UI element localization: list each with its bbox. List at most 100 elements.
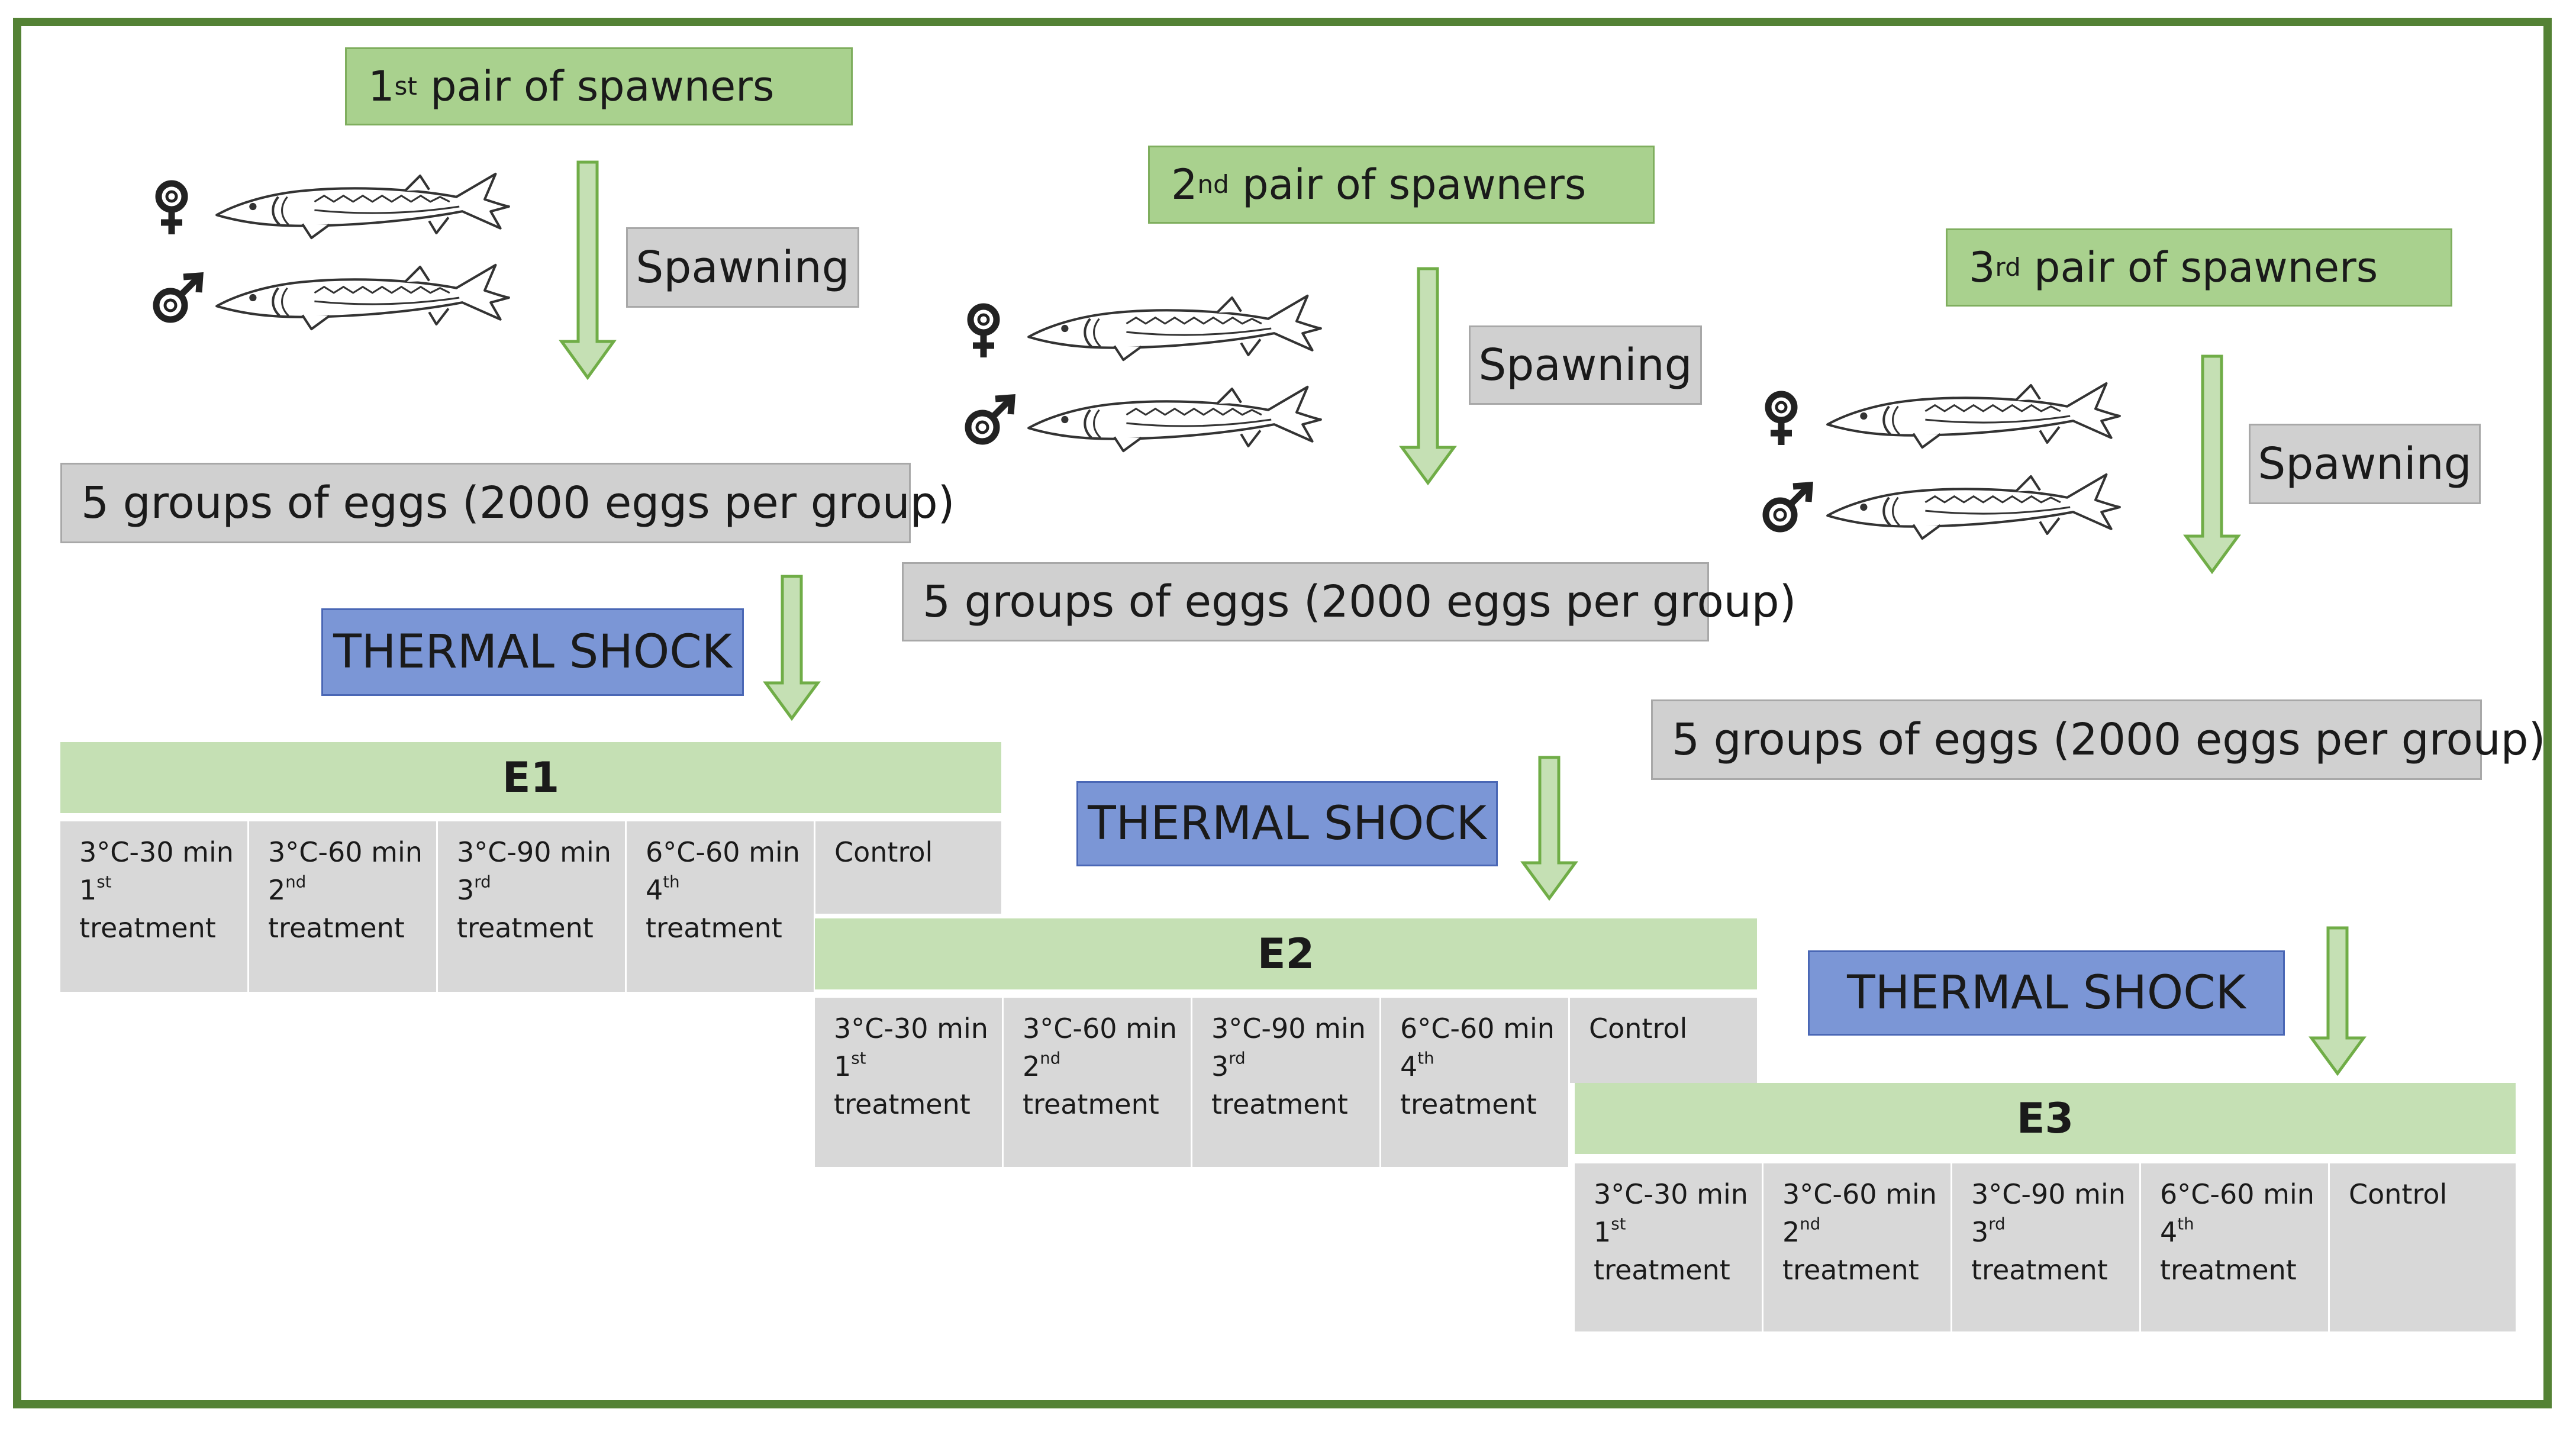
e3-t4-word: treatment xyxy=(2160,1254,2297,1286)
e3-treatment-1: 3°C-30 min 1st treatment xyxy=(1575,1163,1762,1331)
thermal-shock-text-3: THERMAL SHOCK xyxy=(1847,966,2246,1020)
e1-t4-word: treatment xyxy=(646,912,782,944)
experiment-e1-header: E1 xyxy=(60,742,1001,813)
thermal-shock-2: THERMAL SHOCK xyxy=(1076,781,1498,866)
male-symbol-icon xyxy=(965,394,1015,445)
spawning-label-1: Spawning xyxy=(626,227,859,308)
female-symbol-icon xyxy=(1765,391,1798,445)
e2-t3-ordinal: 3 xyxy=(1211,1050,1229,1082)
e2-t1-suffix: st xyxy=(851,1048,866,1068)
e2-t3-word: treatment xyxy=(1211,1088,1348,1120)
e3-t4-ordinal: 4 xyxy=(2160,1216,2178,1248)
eggs-text-3: 5 groups of eggs (2000 eggs per group) xyxy=(1672,714,2546,765)
e3-t1-ordinal: 1 xyxy=(1594,1216,1611,1248)
outer-frame xyxy=(13,18,2552,1408)
e3-t3-suffix: rd xyxy=(1988,1214,2006,1234)
e1-t2-suffix: nd xyxy=(285,872,307,892)
male-symbol-icon xyxy=(153,272,204,323)
spawning-text-1: Spawning xyxy=(636,242,850,293)
e2-t1-word: treatment xyxy=(834,1088,971,1120)
e3-t1-word: treatment xyxy=(1594,1254,1730,1286)
e2-t4-ordinal: 4 xyxy=(1400,1050,1418,1082)
thermal-shock-text-1: THERMAL SHOCK xyxy=(333,626,732,679)
e3-treatment-2: 3°C-60 min 2nd treatment xyxy=(1763,1163,1950,1331)
thermal-shock-text-2: THERMAL SHOCK xyxy=(1088,797,1487,850)
spawning-label-3: Spawning xyxy=(2249,424,2481,504)
e2-t1-ordinal: 1 xyxy=(834,1050,852,1082)
e2-t2-word: treatment xyxy=(1023,1088,1159,1120)
female-sturgeon-icon xyxy=(212,165,514,247)
e1-t4-condition: 6°C-60 min xyxy=(646,836,800,868)
experiment-e3-name: E3 xyxy=(2016,1094,2074,1143)
e3-t3-condition: 3°C-90 min xyxy=(1971,1178,2126,1210)
e2-treatment-4: 6°C-60 min 4th treatment xyxy=(1381,998,1568,1167)
pair-3-ordinal: 3 xyxy=(1969,243,1995,292)
e2-t4-word: treatment xyxy=(1400,1088,1537,1120)
thermal-arrow-1-icon xyxy=(763,575,821,721)
e1-t3-condition: 3°C-90 min xyxy=(457,836,611,868)
e2-control-label: Control xyxy=(1589,1013,1688,1044)
spawning-arrow-3-icon xyxy=(2183,354,2241,575)
e3-treatment-4: 6°C-60 min 4th treatment xyxy=(2141,1163,2328,1331)
spawning-label-2: Spawning xyxy=(1469,325,1702,405)
eggs-text-2: 5 groups of eggs (2000 eggs per group) xyxy=(923,576,1797,627)
eggs-groups-3: 5 groups of eggs (2000 eggs per group) xyxy=(1651,699,2546,780)
e2-t4-condition: 6°C-60 min xyxy=(1400,1013,1555,1044)
male-sturgeon-icon xyxy=(212,256,514,338)
e1-control: Control xyxy=(815,821,1001,914)
e1-treatment-2: 3°C-60 min 2nd treatment xyxy=(249,821,436,992)
male-sturgeon-icon xyxy=(1823,465,2124,548)
spawning-arrow-2-icon xyxy=(1399,267,1457,486)
pair-1-label: pair of spawners xyxy=(430,62,775,111)
experiment-e2-header: E2 xyxy=(815,918,1757,989)
e3-t1-condition: 3°C-30 min xyxy=(1594,1178,1748,1210)
e1-control-label: Control xyxy=(834,836,933,868)
e2-control: Control xyxy=(1570,998,1757,1083)
eggs-groups-2: 5 groups of eggs (2000 eggs per group) xyxy=(902,562,1797,641)
experiment-e2-name: E2 xyxy=(1257,930,1315,978)
e1-t4-ordinal: 4 xyxy=(646,874,663,906)
spawning-arrow-1-icon xyxy=(559,160,617,381)
e3-control-label: Control xyxy=(2349,1178,2448,1210)
e3-t2-word: treatment xyxy=(1782,1254,1919,1286)
e1-t1-suffix: st xyxy=(96,872,112,892)
e3-t2-suffix: nd xyxy=(1800,1214,1821,1234)
female-sturgeon-icon xyxy=(1024,286,1326,369)
e1-treatment-4: 6°C-60 min 4th treatment xyxy=(627,821,814,992)
e3-treatment-3: 3°C-90 min 3rd treatment xyxy=(1952,1163,2139,1331)
e1-t3-suffix: rd xyxy=(474,872,491,892)
e2-treatment-2: 3°C-60 min 2nd treatment xyxy=(1004,998,1191,1167)
e2-t2-condition: 3°C-60 min xyxy=(1023,1013,1177,1044)
e1-t3-ordinal: 3 xyxy=(457,874,475,906)
e3-t4-suffix: th xyxy=(2177,1214,2194,1234)
e3-t2-condition: 3°C-60 min xyxy=(1782,1178,1937,1210)
experiment-e1-name: E1 xyxy=(502,753,560,802)
thermal-arrow-3-icon xyxy=(2309,926,2367,1076)
e1-t1-ordinal: 1 xyxy=(79,874,97,906)
spawning-text-3: Spawning xyxy=(2258,439,2472,489)
e1-t2-word: treatment xyxy=(268,912,405,944)
e1-t1-condition: 3°C-30 min xyxy=(79,836,234,868)
female-sturgeon-icon xyxy=(1823,374,2124,457)
e1-t2-condition: 3°C-60 min xyxy=(268,836,423,868)
e2-t2-suffix: nd xyxy=(1040,1048,1061,1068)
eggs-groups-1: 5 groups of eggs (2000 eggs per group) xyxy=(60,463,955,543)
pair-1-ordinal: 1 xyxy=(368,62,395,111)
thermal-shock-1: THERMAL SHOCK xyxy=(321,608,744,696)
e1-t3-word: treatment xyxy=(457,912,594,944)
e3-t1-suffix: st xyxy=(1611,1214,1626,1234)
e1-treatment-3: 3°C-90 min 3rd treatment xyxy=(438,821,625,992)
female-symbol-icon xyxy=(967,303,1000,357)
e3-t3-ordinal: 3 xyxy=(1971,1216,1989,1248)
e1-t4-suffix: th xyxy=(663,872,680,892)
e2-t2-ordinal: 2 xyxy=(1023,1050,1040,1082)
e1-t1-word: treatment xyxy=(79,912,216,944)
e2-t1-condition: 3°C-30 min xyxy=(834,1013,988,1044)
eggs-text-1: 5 groups of eggs (2000 eggs per group) xyxy=(81,478,955,528)
e2-treatment-1: 3°C-30 min 1st treatment xyxy=(815,998,1002,1167)
male-symbol-icon xyxy=(1762,482,1813,533)
